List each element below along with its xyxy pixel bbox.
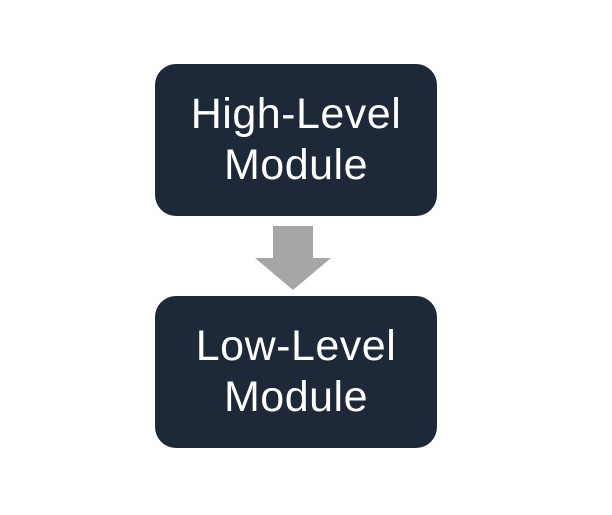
low-level-module-box: Low-Level Module [155,296,437,448]
high-level-module-label-line1: High-Level [190,90,402,138]
low-level-module-label-line2: Module [223,373,369,421]
down-arrow-shape [255,226,331,290]
down-arrow-icon [255,226,331,290]
high-level-module-label-line2: Module [223,141,369,189]
low-level-module-label-line1: Low-Level [195,322,397,370]
high-level-module-box: High-Level Module [155,64,437,216]
